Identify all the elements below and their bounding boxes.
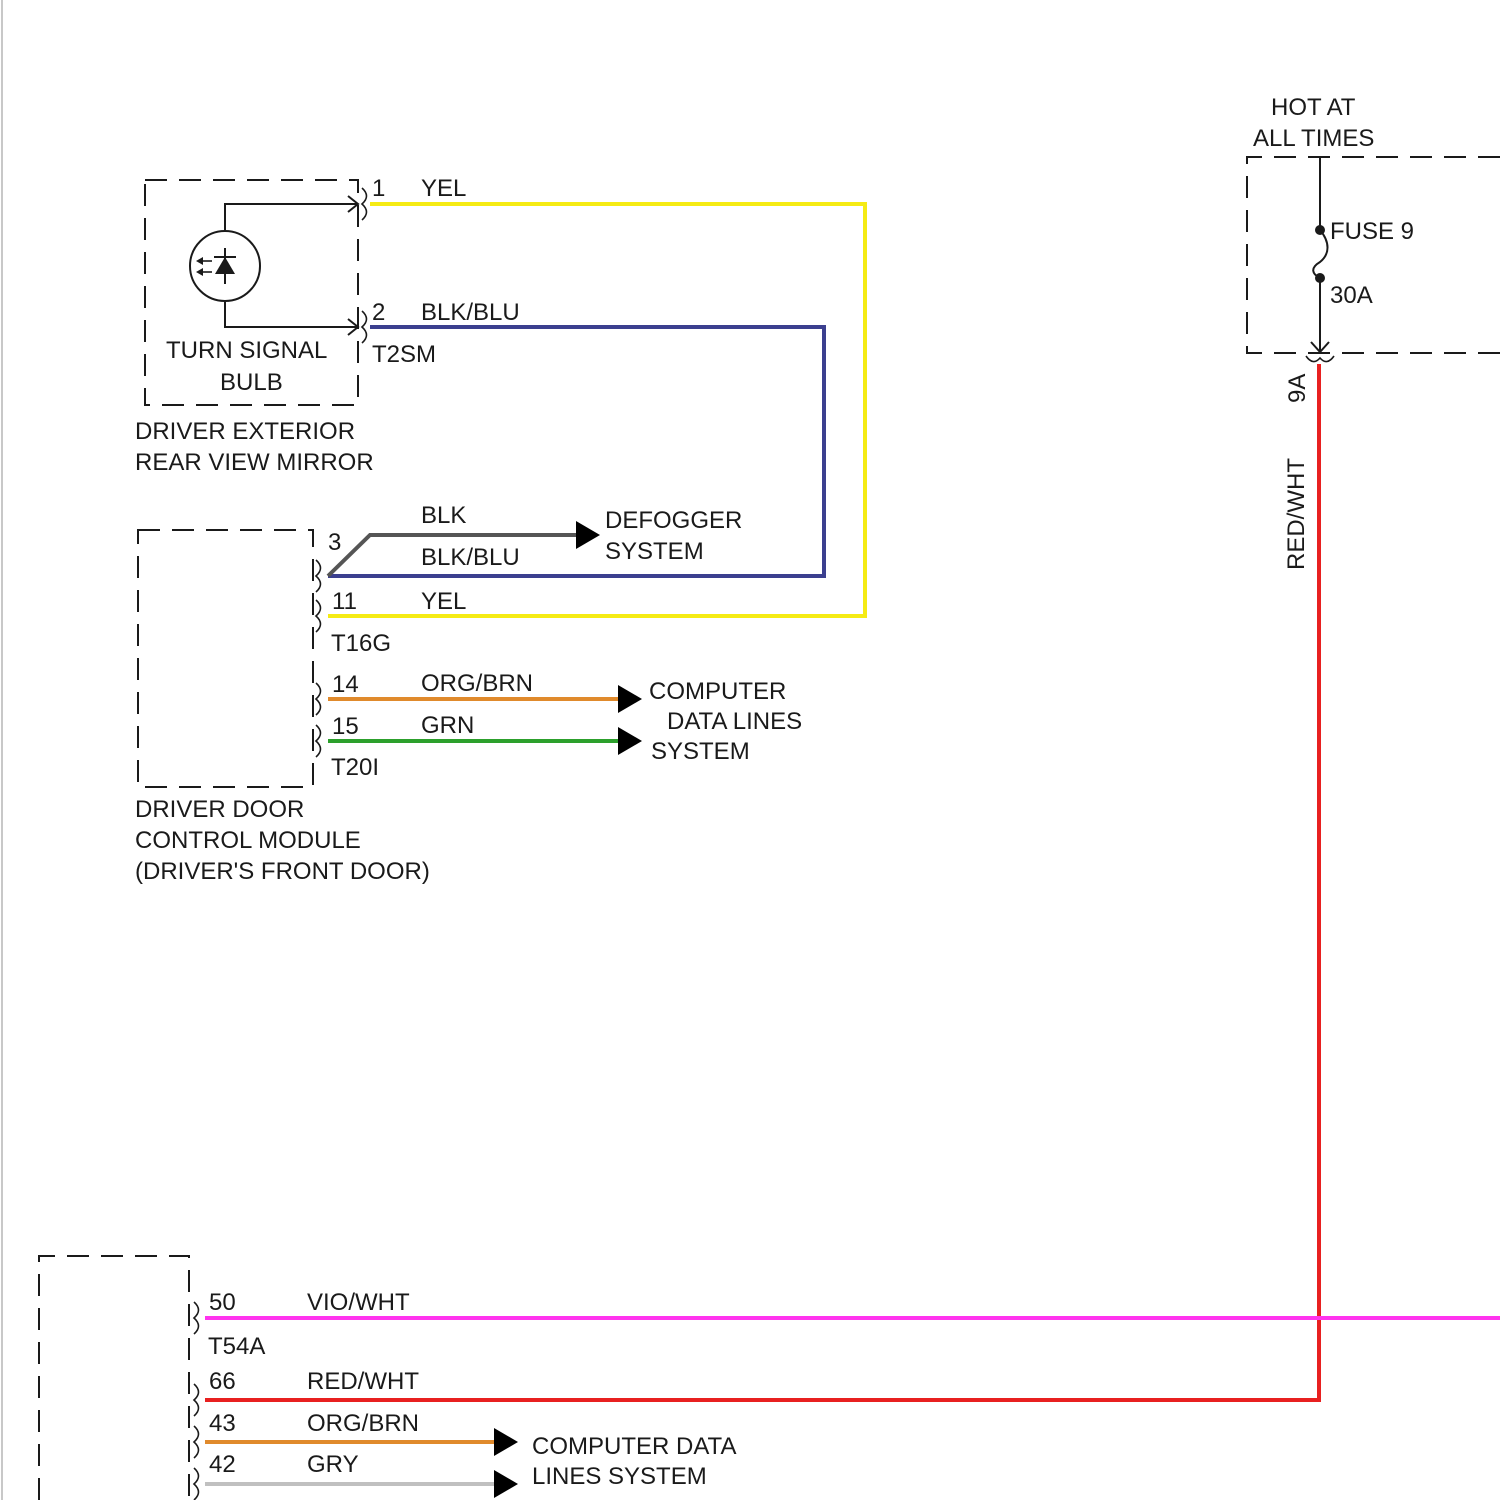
- mirror-wire1-label: YEL: [421, 175, 466, 202]
- pin11-connector-icon: [316, 600, 321, 632]
- fuse-name-label: FUSE 9: [1330, 218, 1414, 245]
- fuse-rating-label: 30A: [1330, 282, 1373, 309]
- pin3-connector-icon: [316, 560, 321, 592]
- fuse-box-dashed: [1247, 157, 1500, 353]
- computer-data-arrow-3-icon: [494, 1428, 518, 1456]
- computer2-label-line2: LINES SYSTEM: [532, 1463, 707, 1490]
- pin66-connector-icon: [194, 1384, 199, 1416]
- module-title-line3: (DRIVER'S FRONT DOOR): [135, 858, 430, 885]
- module-wire-grn-label: GRN: [421, 712, 474, 739]
- fuse-terminal-connector-icon: [1306, 356, 1334, 362]
- bottom-wire66-label: RED/WHT: [307, 1368, 419, 1395]
- bottom-pin66-label: 66: [209, 1368, 236, 1395]
- mirror-pin2-label: 2: [372, 299, 385, 326]
- bottom-wire50-label: VIO/WHT: [307, 1289, 410, 1316]
- computer-data-arrow-4-icon: [494, 1470, 518, 1498]
- module-connector-a-label: T16G: [331, 630, 391, 657]
- module-pin11-label: 11: [332, 588, 357, 615]
- mirror-pin1-label: 1: [372, 175, 385, 202]
- defogger-label-line1: DEFOGGER: [605, 507, 742, 534]
- wire-yel: [328, 204, 865, 616]
- computer-data-arrow-1-icon: [618, 685, 642, 713]
- bulb-lead-bottom: [225, 302, 358, 327]
- hot-at-all-times-line2: ALL TIMES: [1253, 125, 1374, 152]
- door-module-component: 3 11 T16G 14 15 T20I BLK BLK/BLU YEL ORG…: [135, 502, 533, 885]
- mirror-wire2-label: BLK/BLU: [421, 299, 520, 326]
- bulb-label-line2: BULB: [220, 369, 283, 396]
- module-wire-yel-label: YEL: [421, 588, 466, 615]
- module-title-line1: DRIVER DOOR: [135, 796, 304, 823]
- bulb-lead-top: [225, 204, 358, 230]
- pin42-connector-icon: [194, 1468, 199, 1500]
- defogger-arrow-icon: [576, 521, 600, 549]
- bulb-label-line1: TURN SIGNAL: [166, 337, 327, 364]
- computer1-label-line1: COMPUTER: [649, 678, 786, 705]
- fuse-component: HOT AT ALL TIMES FUSE 9 30A 9A RED/WHT: [1247, 94, 1500, 570]
- mirror-title-line2: REAR VIEW MIRROR: [135, 449, 374, 476]
- module-wire-blk-blu-label: BLK/BLU: [421, 544, 520, 571]
- mirror-title-line1: DRIVER EXTERIOR: [135, 418, 355, 445]
- module-connector-b-label: T20I: [331, 754, 379, 781]
- module-wire-blk-label: BLK: [421, 502, 466, 529]
- pin2-connector-icon: [362, 311, 367, 343]
- pin50-connector-icon: [194, 1302, 199, 1334]
- bottom-pin50-label: 50: [209, 1289, 236, 1316]
- module-wire-org-brn-label: ORG/BRN: [421, 670, 533, 697]
- pin1-connector-icon: [362, 188, 367, 220]
- pin15-connector-icon: [316, 725, 321, 757]
- module-title-line2: CONTROL MODULE: [135, 827, 361, 854]
- pin43-connector-icon: [194, 1426, 199, 1458]
- mirror-connector-label: T2SM: [372, 341, 436, 368]
- module-dashed-box: [138, 530, 313, 787]
- bottom-wire43-label: ORG/BRN: [307, 1410, 419, 1437]
- bottom-module-dashed-box: [39, 1256, 189, 1500]
- bottom-module-component: 50 T54A 66 43 42 VIO/WHT RED/WHT ORG/BRN…: [39, 1256, 419, 1500]
- fuse-wire-label: RED/WHT: [1283, 458, 1310, 570]
- computer2-label-line1: COMPUTER DATA: [532, 1433, 736, 1460]
- computer1-label-line2: DATA LINES: [667, 708, 802, 735]
- module-pin3-label: 3: [328, 529, 341, 556]
- pin14-connector-icon: [316, 683, 321, 715]
- defogger-label-line2: SYSTEM: [605, 538, 704, 565]
- bottom-wire42-label: GRY: [307, 1451, 359, 1478]
- fuse-terminal-label: 9A: [1284, 374, 1311, 403]
- bottom-pin43-label: 43: [209, 1410, 236, 1437]
- hot-at-all-times-line1: HOT AT: [1271, 94, 1356, 121]
- fuse-element-icon: [1313, 230, 1327, 278]
- module-pin14-label: 14: [332, 671, 359, 698]
- computer-data-arrow-2-icon: [618, 727, 642, 755]
- module-pin15-label: 15: [332, 713, 359, 740]
- bottom-connector-label: T54A: [208, 1333, 265, 1360]
- computer1-label-line3: SYSTEM: [651, 738, 750, 765]
- bottom-pin42-label: 42: [209, 1451, 236, 1478]
